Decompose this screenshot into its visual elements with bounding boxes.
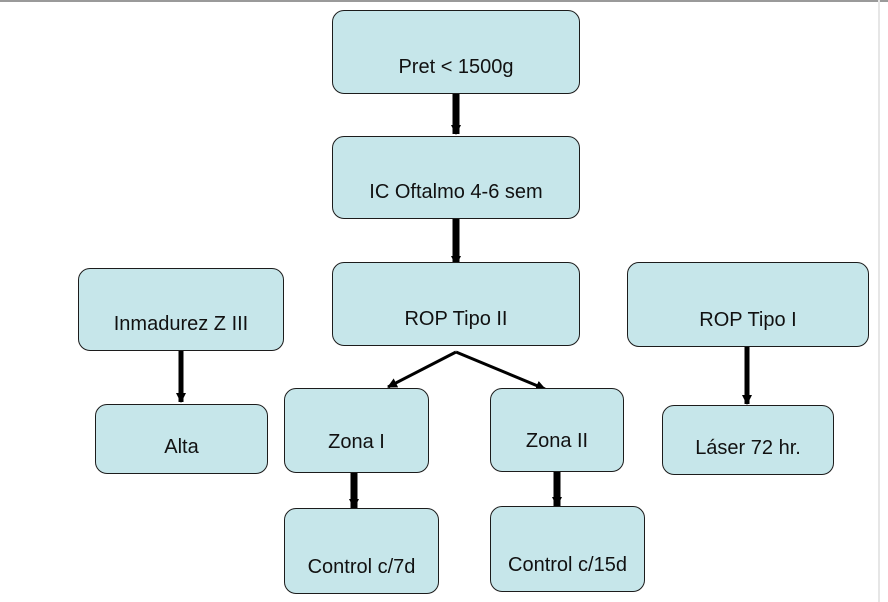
node-label: Alta [164, 436, 199, 458]
node-label: Control c/15d [508, 554, 627, 576]
node-label: Control c/7d [307, 556, 416, 578]
node-control-15d: Control c/15d [490, 506, 645, 592]
node-label: Láser 72 hr. [695, 437, 801, 459]
node-control-7d: Control c/7d [284, 508, 439, 594]
node-zona-i: Zona I [284, 388, 429, 473]
edge-rop-tipo-ii-zona-i [387, 350, 457, 389]
node-label: Pret < 1500g [398, 56, 514, 78]
node-label: Zona I [328, 431, 385, 453]
top-border [0, 0, 888, 2]
node-rop-tipo-i: ROP Tipo I [627, 262, 869, 347]
node-pret: Pret < 1500g [332, 10, 580, 94]
node-label: Inmadurez Z III [113, 313, 249, 335]
right-border [878, 0, 880, 602]
edge-rop-tipo-ii-zona-ii [455, 350, 546, 391]
node-rop-tipo-ii: ROP Tipo II [332, 262, 580, 346]
node-label: ROP Tipo II [404, 308, 508, 330]
node-label: ROP Tipo I [699, 309, 797, 331]
node-laser: Láser 72 hr. [662, 405, 834, 475]
node-ic-oftalmo: IC Oftalmo 4-6 sem [332, 136, 580, 219]
node-inmadurez: Inmadurez Z III [78, 268, 284, 351]
node-label: Zona II [525, 430, 589, 452]
node-zona-ii: Zona II [490, 388, 624, 472]
node-alta: Alta [95, 404, 268, 474]
node-label: IC Oftalmo 4-6 sem [369, 181, 543, 203]
